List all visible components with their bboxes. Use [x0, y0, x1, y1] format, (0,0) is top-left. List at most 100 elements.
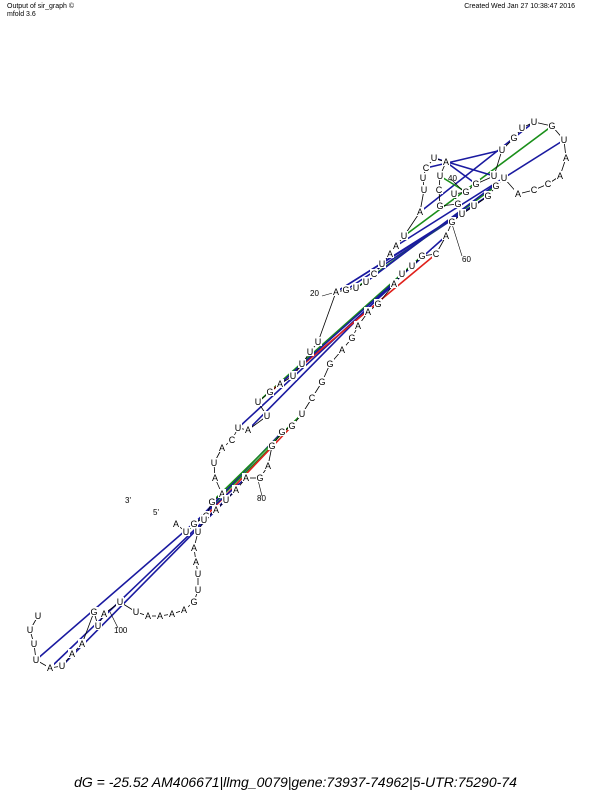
nucleotide-backdrop: [392, 241, 400, 250]
nucleotide-73: G: [318, 377, 325, 387]
nucleotide-92: A: [181, 605, 187, 615]
nucleotide-backdrop: [364, 307, 372, 316]
nucleotide-backdrop: [266, 387, 274, 396]
nucleotide-22: G: [342, 285, 349, 295]
nucleotide-63: G: [418, 251, 425, 261]
nucleotide-36: U: [437, 171, 444, 181]
nucleotide-80: G: [256, 473, 263, 483]
nucleotide-27: A: [387, 249, 393, 259]
nucleotide-49: U: [561, 135, 568, 145]
nucleotide-50: A: [563, 153, 569, 163]
nucleotide-54: A: [515, 189, 521, 199]
nucleotide-backdrop: [544, 179, 552, 188]
nucleotide-75: U: [299, 409, 306, 419]
position-tick: [257, 479, 263, 497]
nucleotide-58: U: [471, 201, 478, 211]
nucleotide-2: U: [183, 527, 190, 537]
nucleotide-16: A: [277, 379, 283, 389]
nucleotide-backdrop: [182, 527, 190, 536]
nucleotide-64: U: [409, 261, 416, 271]
nucleotide-26: U: [379, 259, 386, 269]
nucleotide-backdrop: [490, 171, 498, 180]
nucleotide-52: C: [545, 179, 552, 189]
nucleotide-43: U: [491, 171, 498, 181]
nucleotide-backdrop: [390, 279, 398, 288]
nucleotide-56: G: [492, 181, 499, 191]
backbone-segment: [317, 291, 337, 343]
nucleotide-backdrop: [208, 497, 216, 506]
nucleotide-backdrop: [318, 377, 326, 386]
nucleotide-backdrop: [116, 597, 124, 606]
nucleotide-32: U: [420, 173, 427, 183]
labels: 5' 3' 20 40 60 80 100: [114, 174, 471, 635]
nucleotide-backdrop: [218, 489, 226, 498]
nucleotide-51: A: [557, 171, 563, 181]
nucleotide-45: G: [510, 133, 517, 143]
nucleotide-82: A: [233, 485, 239, 495]
header-left: Output of sir_graph © mfold 3.6: [7, 3, 74, 19]
nucleotide-backdrop: [398, 269, 406, 278]
base-pair-bond: [35, 477, 247, 661]
nucleotide-74: C: [309, 393, 316, 403]
nucleotide-90: U: [195, 585, 202, 595]
nucleotide-46: U: [519, 123, 526, 133]
nucleotide-backdrop: [492, 181, 500, 190]
nucleotide-backdrop: [26, 625, 34, 634]
nucleotide-107: U: [27, 625, 34, 635]
position-tick: [451, 223, 463, 257]
nucleotide-backdrop: [244, 425, 252, 434]
nucleotide-backdrop: [168, 609, 176, 618]
nucleotide-backdrop: [68, 649, 76, 658]
nucleotide-105: U: [33, 655, 40, 665]
nucleotide-backdrop: [78, 639, 86, 648]
nucleotide-backdrop: [46, 663, 54, 672]
nucleotide-backdrop: [556, 171, 564, 180]
nucleotide-backdrop: [498, 145, 506, 154]
backbone: [29, 121, 567, 669]
nucleotide-backdrop: [500, 173, 508, 182]
five-prime-label: 5': [153, 508, 159, 517]
nucleotide-backdrop: [144, 611, 152, 620]
nucleotide-backdrop: [518, 123, 526, 132]
nucleotide-backdrop: [454, 199, 462, 208]
nucleotide-backdrop: [288, 421, 296, 430]
nucleotide-backdrop: [210, 458, 218, 467]
position-label-80: 80: [257, 494, 266, 503]
nucleotide-33: C: [423, 163, 430, 173]
nucleotide-106: U: [31, 639, 38, 649]
nucleotide-backdrop: [548, 121, 556, 130]
nucleotide-backdrop: [200, 515, 208, 524]
nucleotide-backdrop: [32, 655, 40, 664]
nucleotide-backdrop: [400, 231, 408, 240]
nucleotide-14: U: [255, 397, 262, 407]
nucleotide-8: U: [211, 458, 218, 468]
nucleotide-72: G: [326, 359, 333, 369]
nucleotide-55: U: [501, 173, 508, 183]
nucleotide-66: A: [391, 279, 397, 289]
nucleotide-15: G: [266, 387, 273, 397]
nucleotide-47: U: [531, 117, 538, 127]
nucleotide-77: G: [278, 427, 285, 437]
nucleotide-backdrop: [348, 333, 356, 342]
nucleotide-backdrop: [190, 519, 198, 528]
nucleotide-97: U: [117, 597, 124, 607]
nucleotide-84: A: [213, 505, 219, 515]
nucleotide-backdrop: [352, 283, 360, 292]
nucleotide-backdrop: [222, 495, 230, 504]
nucleotide-20: U: [315, 337, 322, 347]
nucleotide-backdrop: [430, 153, 438, 162]
base-pair-bond: [279, 235, 447, 385]
nucleotide-backdrop: [416, 207, 424, 216]
position-tick: [109, 611, 119, 629]
nucleotide-backdrop: [306, 347, 314, 356]
nucleotide-backdrop: [354, 321, 362, 330]
nucleotide-backdrop: [436, 171, 444, 180]
position-tick: [451, 179, 463, 191]
nucleotide-backdrop: [378, 259, 386, 268]
nucleotide-108: U: [35, 611, 42, 621]
base-pair-bond: [395, 139, 565, 247]
nucleotide-backdrop: [278, 427, 286, 436]
nucleotide-backdrop: [450, 189, 458, 198]
nucleotide-18: U: [299, 359, 306, 369]
base-pair-bonds: [35, 121, 565, 669]
